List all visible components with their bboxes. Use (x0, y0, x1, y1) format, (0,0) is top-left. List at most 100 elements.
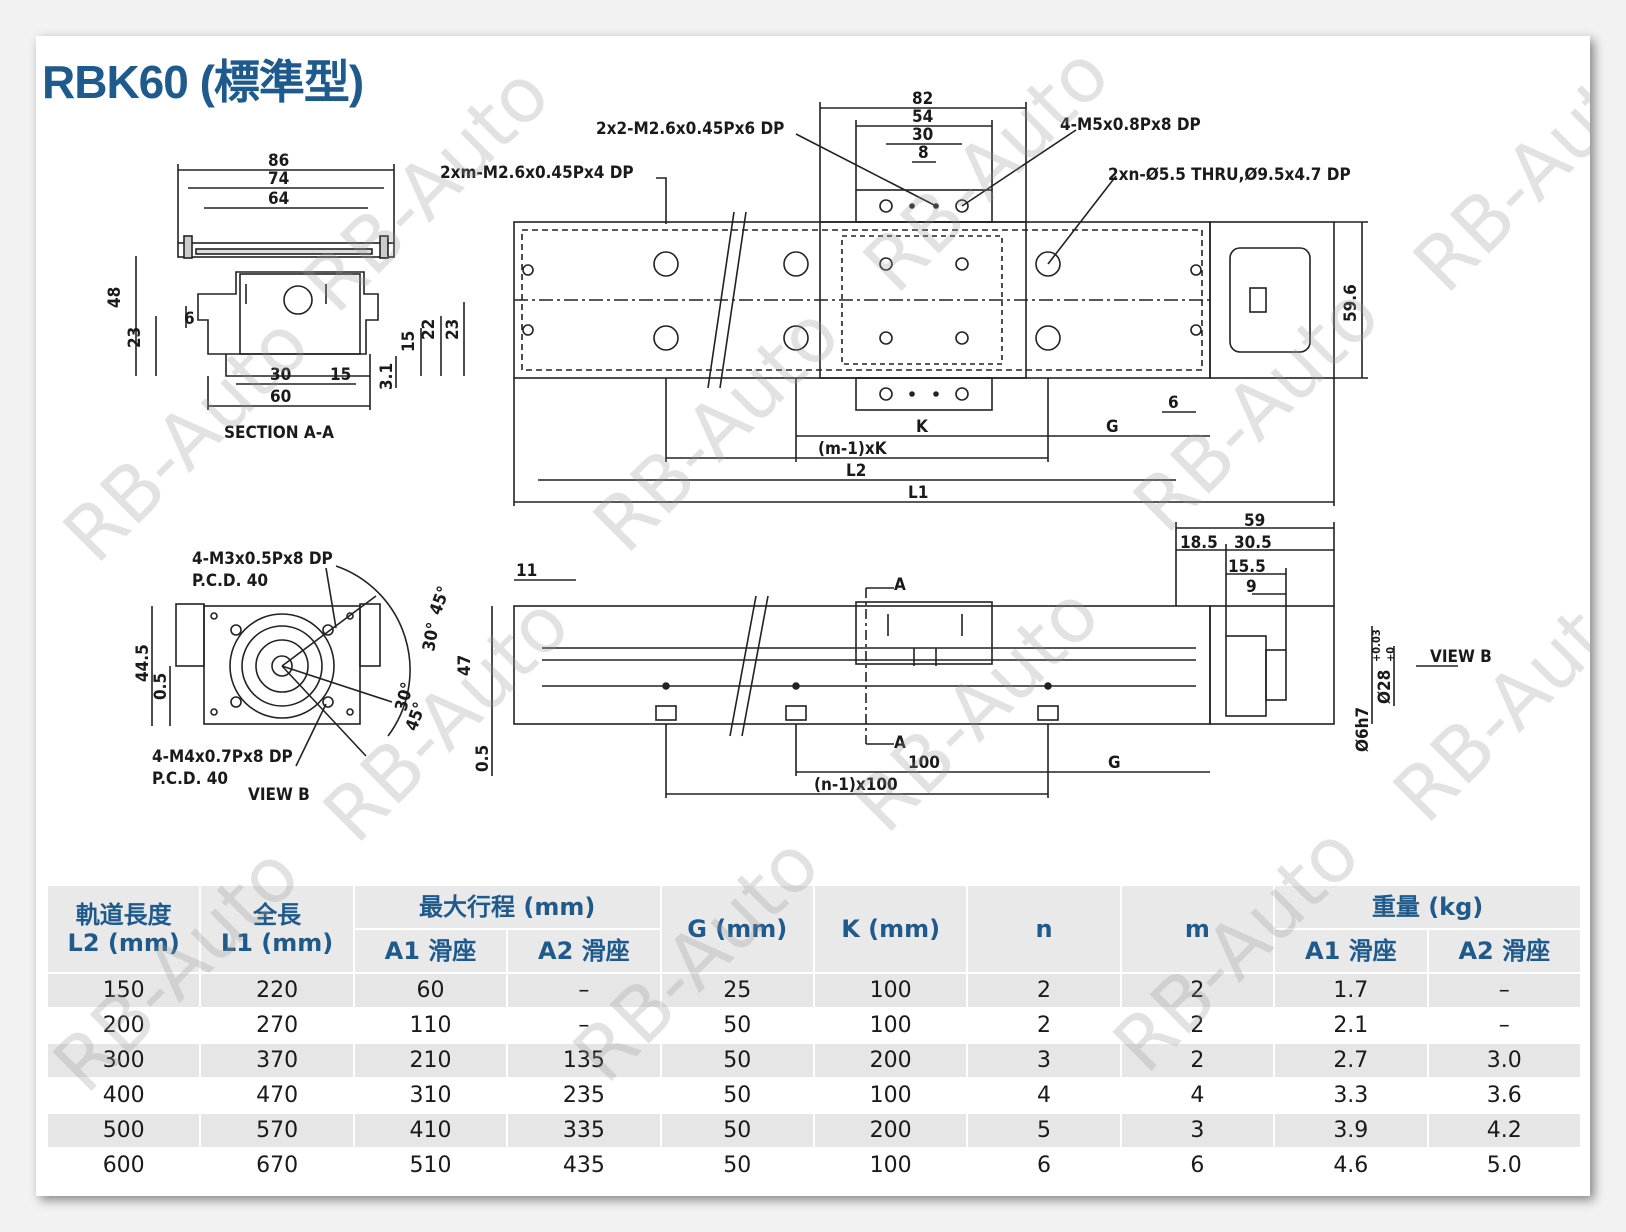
cell: 6 (968, 1149, 1120, 1182)
cell: 3.6 (1428, 1079, 1580, 1112)
header-k: K (mm) (814, 886, 967, 972)
dim-54: 54 (912, 107, 933, 127)
cell: 4.2 (1428, 1114, 1580, 1147)
technical-drawing: 86 74 64 48 23 6 15 22 23 30 15 60 3.1 S… (105, 89, 1492, 805)
cell: 100 (814, 974, 967, 1007)
dim-15-5: 15.5 (1228, 557, 1266, 577)
header-stroke-a1: A1 滑座 (354, 930, 507, 972)
header-max-stroke: 最大行程 (mm) (354, 886, 660, 928)
header-weight: 重量 (kg) (1275, 886, 1580, 928)
cell: 50 (661, 1114, 813, 1147)
datasheet-page: RBK60 (標準型) (36, 36, 1590, 1196)
cell: 370 (201, 1044, 353, 1077)
header-weight-a2: A2 滑座 (1428, 930, 1580, 972)
cell: 4.6 (1275, 1149, 1427, 1182)
header-total-length: 全長 L1 (mm) (201, 886, 353, 972)
note-pcd-40-top: P.C.D. 40 (192, 571, 268, 591)
dim-48: 48 (105, 287, 125, 308)
cell: 310 (354, 1079, 507, 1112)
cell: 1.7 (1275, 974, 1427, 1007)
cell: 335 (508, 1114, 660, 1147)
cell: 2 (968, 1009, 1120, 1042)
dim-30-top: 30 (912, 125, 933, 145)
cell: 150 (48, 974, 200, 1007)
note-2xn-thru: 2xn-Ø5.5 THRU,Ø9.5x4.7 DP (1108, 165, 1351, 185)
note-2x2-m2-6: 2x2-M2.6x0.45Px6 DP (596, 119, 784, 139)
cell: 235 (508, 1079, 660, 1112)
dim-9: 9 (1246, 577, 1257, 597)
cell: 200 (48, 1009, 200, 1042)
cell: 210 (354, 1044, 507, 1077)
cell: 470 (201, 1079, 353, 1112)
cell: 200 (814, 1044, 967, 1077)
page-title: RBK60 (標準型) (42, 56, 364, 108)
cell: 2 (1121, 974, 1274, 1007)
cell: 6 (1121, 1149, 1274, 1182)
cell: 5 (968, 1114, 1120, 1147)
cell: 435 (508, 1149, 660, 1182)
header-n: n (968, 886, 1120, 972)
dim-g-side: G (1108, 753, 1121, 773)
dim-22: 22 (419, 319, 439, 340)
drawing-labels: 86 74 64 48 23 6 15 22 23 30 15 60 3.1 S… (105, 89, 1492, 805)
cell: – (508, 1009, 660, 1042)
cell: 500 (48, 1114, 200, 1147)
header-g: G (mm) (661, 886, 813, 972)
cell: 4 (1121, 1079, 1274, 1112)
dim-59-6: 59.6 (1341, 284, 1361, 322)
dim-d6h7: Ø6h7 (1353, 707, 1373, 752)
cell: 670 (201, 1149, 353, 1182)
cell: – (1428, 974, 1580, 1007)
cell: 410 (354, 1114, 507, 1147)
dim-11: 11 (516, 561, 537, 581)
cell: 100 (814, 1009, 967, 1042)
spec-table: 軌道長度 L2 (mm) 全長 L1 (mm) 最大行程 (mm) G (mm)… (46, 884, 1582, 1184)
cell: 270 (201, 1009, 353, 1042)
cell: 600 (48, 1149, 200, 1182)
dim-g-top: G (1106, 417, 1119, 437)
cell: 100 (814, 1079, 967, 1112)
dim-6-top: 6 (1168, 393, 1179, 413)
cell: 2 (1121, 1044, 1274, 1077)
cell: 25 (661, 974, 813, 1007)
dim-d28: Ø28 (1375, 670, 1395, 704)
dim-m-1-k: (m-1)xK (818, 439, 888, 459)
cell: 50 (661, 1009, 813, 1042)
cell: 220 (201, 974, 353, 1007)
note-4-m5: 4-M5x0.8Px8 DP (1060, 115, 1201, 135)
header-stroke-a2: A2 滑座 (508, 930, 660, 972)
cell: 110 (354, 1009, 507, 1042)
cell: 3.0 (1428, 1044, 1580, 1077)
cell: 3 (968, 1044, 1120, 1077)
cell: 200 (814, 1114, 967, 1147)
dim-30: 30 (270, 365, 291, 385)
note-4-m3: 4-M3x0.5Px8 DP (192, 549, 333, 569)
dim-23-left: 23 (125, 327, 145, 348)
cell: 2.7 (1275, 1044, 1427, 1077)
dim-8: 8 (918, 143, 929, 163)
cell: 3.9 (1275, 1114, 1427, 1147)
dim-18-5: 18.5 (1180, 533, 1218, 553)
dim-k: K (916, 417, 929, 437)
dim-100: 100 (908, 753, 940, 773)
cell: 570 (201, 1114, 353, 1147)
angle-30-top: 30° (419, 621, 444, 653)
dim-44-5: 44.5 (133, 644, 153, 682)
cell: – (508, 974, 660, 1007)
dim-3-1: 3.1 (377, 363, 397, 390)
cell: 5.0 (1428, 1149, 1580, 1182)
dim-l1: L1 (908, 483, 928, 503)
dim-15-right: 15 (399, 331, 419, 352)
section-caption: SECTION A-A (224, 423, 334, 443)
cell: 100 (814, 1149, 967, 1182)
end-view (151, 565, 411, 767)
cell: 50 (661, 1079, 813, 1112)
dim-15: 15 (330, 365, 351, 385)
dim-0-5-side: 0.5 (473, 745, 493, 772)
cell: 60 (354, 974, 507, 1007)
note-pcd-40-bottom: P.C.D. 40 (152, 769, 228, 789)
